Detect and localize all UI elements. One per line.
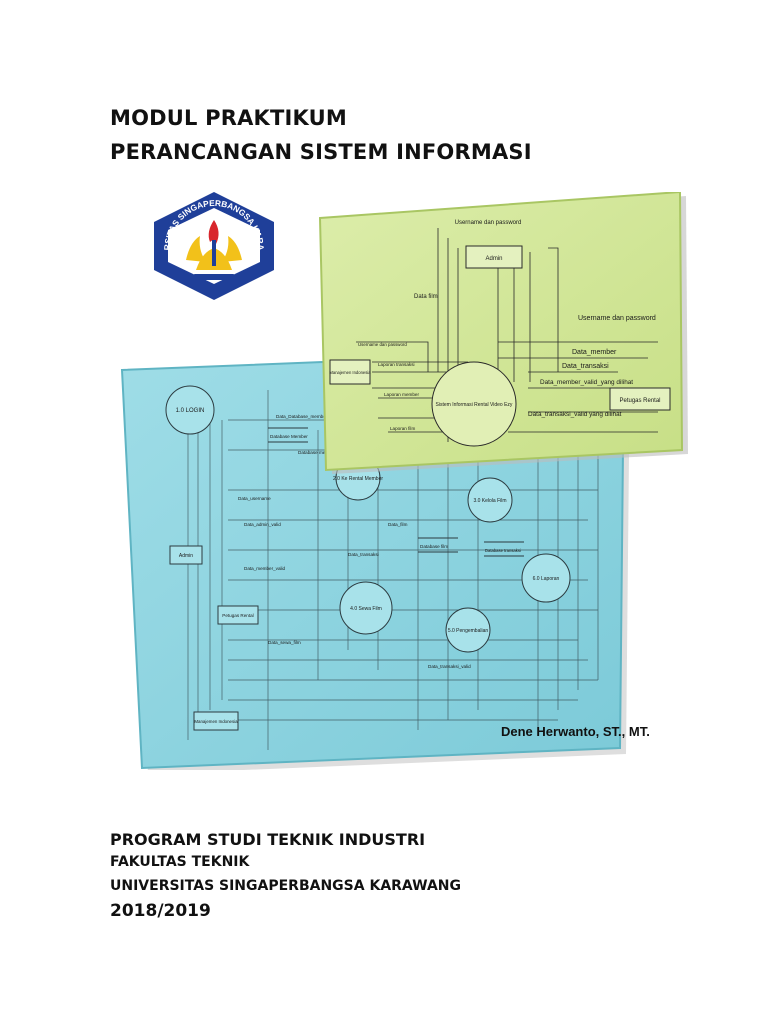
green-flow-laporan-film: Laporan film [390, 426, 415, 431]
svg-text:Database film: Database film [420, 544, 448, 549]
green-flow-data-member-valid: Data_member_valid_yang dilihat [540, 379, 633, 386]
author-name: Dene Herwanto, ST., MT. [501, 724, 650, 739]
blue-flow-label: Database member [298, 450, 336, 455]
green-flow-labels: Username dan password Data film Username… [358, 220, 656, 431]
blue-process-laporan: 6.0 Laporan [521, 553, 571, 603]
blue-process-kembali: 5.0 Pengembalian [445, 607, 491, 653]
svg-text:Sistem Informasi Rental Video: Sistem Informasi Rental Video Ezy [436, 402, 513, 408]
svg-text:1.0 LOGIN: 1.0 LOGIN [176, 408, 205, 414]
blue-flow-label: Data_Database_member [276, 414, 328, 419]
green-flow-data-member: Data_member [572, 349, 617, 356]
blue-flow-label: Data_admin_valid [244, 522, 281, 527]
svg-text:Manajemen Indonesia: Manajemen Indonesia [194, 719, 238, 724]
blue-process-sewa: 4.0 Sewa Film [339, 581, 393, 635]
faculty-name: FAKULTAS TEKNIK [110, 854, 250, 870]
green-card-bg [318, 192, 684, 472]
svg-text:Manajemen Indonesia: Manajemen Indonesia [329, 370, 371, 375]
green-flow-username-top: Username dan password [455, 220, 522, 226]
blue-flow-label: Data_member_valid [244, 566, 286, 571]
svg-text:Database transaksi: Database transaksi [485, 548, 521, 553]
svg-text:Admin: Admin [179, 553, 193, 559]
svg-text:Petugas Rental: Petugas Rental [619, 398, 660, 404]
green-flow-laporan-member: Laporan member [384, 392, 419, 397]
title-line-2: PERANCANGAN SISTEM INFORMASI [110, 140, 532, 164]
blue-store-transaksi: Database transaksi [484, 541, 524, 557]
svg-text:6.0 Laporan: 6.0 Laporan [533, 576, 560, 582]
blue-process-login: 1.0 LOGIN [165, 385, 215, 435]
blue-store-film: Database film [418, 537, 458, 553]
blue-flow-label: Data_film [388, 522, 408, 527]
study-program: PROGRAM STUDI TEKNIK INDUSTRI [110, 830, 426, 849]
logo-emblem [186, 220, 242, 280]
green-process-center: Sistem Informasi Rental Video Ezy [431, 361, 517, 447]
green-entity-petugas: Petugas Rental [609, 387, 671, 411]
green-flow-data-transaksi: Data_transaksi [562, 363, 609, 370]
green-flow-laporan-transaksi: Laporan transaksi [378, 362, 415, 367]
green-flow-data-transaksi-valid: Data_transaksi_valid yang dilihat [528, 411, 622, 418]
title-line-1: MODUL PRAKTIKUM [110, 106, 348, 130]
svg-text:4.0 Sewa Film: 4.0 Sewa Film [350, 606, 382, 612]
university-logo: UNIVERSITAS SINGAPERBANGSA KARAWANG [150, 190, 274, 300]
green-flow-data-film: Data film [414, 294, 438, 300]
svg-text:5.0 Pengembalian: 5.0 Pengembalian [448, 628, 489, 634]
green-entity-admin: Admin [465, 245, 523, 269]
blue-store-member: Database Member [268, 427, 308, 443]
blue-flow-label: Data_sewa_film [268, 640, 301, 645]
blue-entity-admin: Admin [169, 545, 203, 565]
blue-entity-petugas: Petugas Rental [217, 605, 259, 625]
svg-text:2.0 Ke Rental Member: 2.0 Ke Rental Member [333, 476, 383, 482]
green-flow-username-left: Username dan password [358, 342, 407, 347]
svg-text:Database Member: Database Member [270, 434, 308, 439]
blue-flow-label: Data_username [238, 496, 271, 501]
academic-year: 2018/2019 [110, 901, 211, 921]
green-diagram-card: Admin Manajemen Indonesia Petugas Rental… [318, 192, 688, 474]
university-name: UNIVERSITAS SINGAPERBANGSA KARAWANG [110, 878, 461, 894]
blue-flow-labels: Data_Database_member Database member Dat… [238, 414, 471, 669]
green-entity-manajemen: Manajemen Indonesia [329, 359, 371, 385]
svg-text:Petugas Rental: Petugas Rental [222, 613, 253, 618]
svg-text:Admin: Admin [485, 256, 502, 262]
blue-process-film: 3.0 Kelola Film [467, 477, 513, 523]
blue-entity-manajemen: Manajemen Indonesia [193, 711, 239, 731]
green-flow-username-right: Username dan password [578, 315, 656, 322]
svg-text:3.0 Kelola Film: 3.0 Kelola Film [473, 498, 506, 504]
blue-flow-label: Data_transaksi_valid [428, 664, 471, 669]
blue-flow-label: Data_transaksi [348, 552, 379, 557]
